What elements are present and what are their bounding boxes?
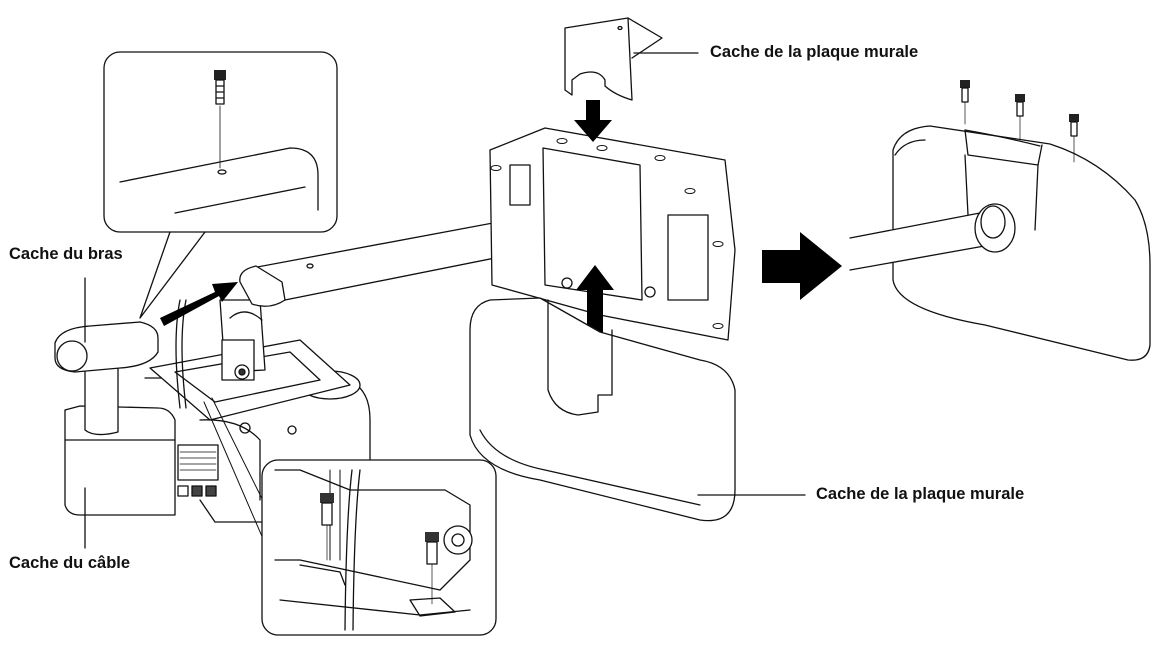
hex-screw-icon <box>214 70 226 105</box>
assembled-wall-plate-view <box>849 80 1151 361</box>
wall-plate-cover-bottom-label: Cache de la plaque murale <box>816 485 1025 503</box>
hex-screw-icon <box>320 493 334 561</box>
wall-plate <box>489 100 736 368</box>
screw-detail-inset-top <box>103 51 338 319</box>
screw-detail-inset-bottom <box>203 397 497 636</box>
transition-arrow <box>762 232 842 300</box>
hex-screw-icon <box>425 532 439 605</box>
arm-cover-label: Cache du bras <box>9 245 123 263</box>
wall-plate-cover-bottom <box>469 297 736 522</box>
wall-plate-cover-top-label: Cache de la plaque murale <box>710 43 919 61</box>
wall-plate-cover-top <box>564 17 663 101</box>
cable-cover-label: Cache du câble <box>9 554 131 572</box>
